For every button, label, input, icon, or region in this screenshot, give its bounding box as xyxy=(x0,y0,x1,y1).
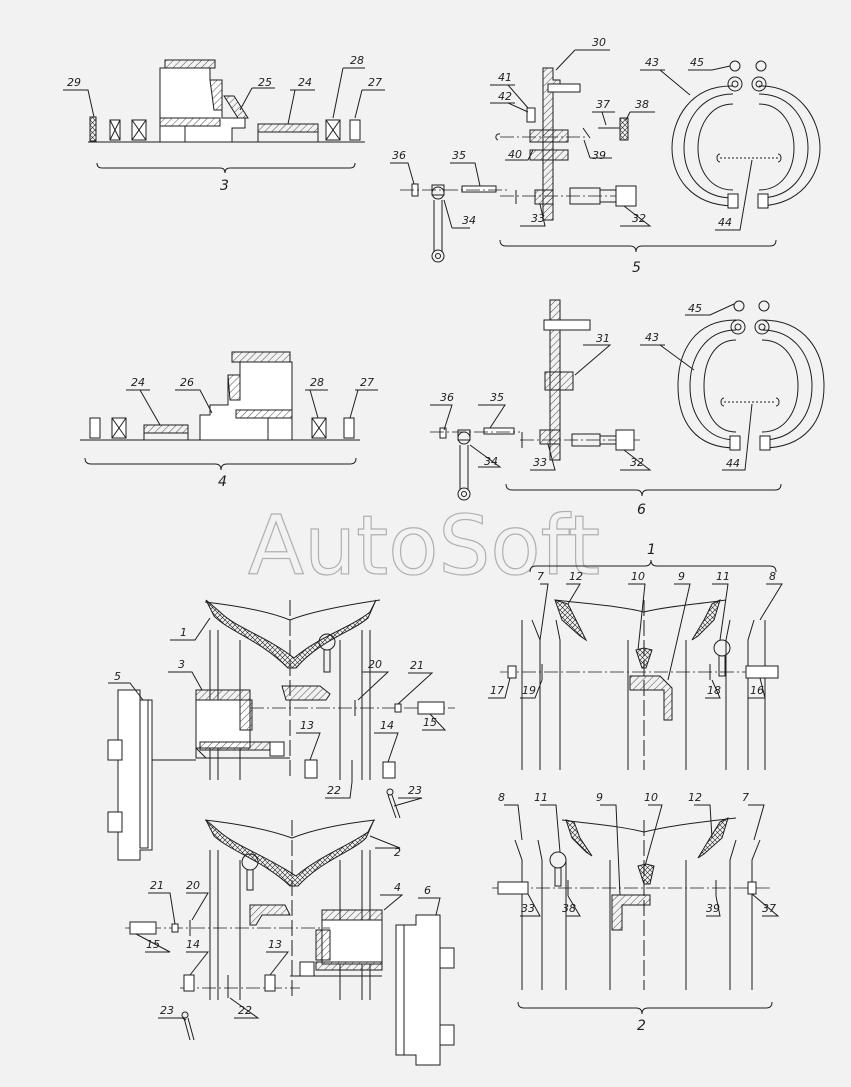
callout-43: 43 xyxy=(645,56,659,69)
group-label-4: 4 xyxy=(218,474,227,490)
view-3-hub-kit: 29 25 24 28 27 3 xyxy=(63,54,385,194)
callout-13b: 13 xyxy=(268,938,282,951)
callout-45: 45 xyxy=(690,56,704,69)
callout-27b: 27 xyxy=(360,376,374,389)
callout-33: 33 xyxy=(531,212,545,225)
callout-4: 4 xyxy=(394,881,401,894)
group-label-6: 6 xyxy=(637,502,646,518)
part-32-cam xyxy=(615,185,637,207)
view-5-brake-assembly: 36 35 34 41 30 42 40 37 38 xyxy=(390,36,821,276)
callout-32b: 32 xyxy=(630,456,644,469)
callout-15: 15 xyxy=(423,716,437,729)
callout-44b: 44 xyxy=(726,457,740,470)
callout-12b: 12 xyxy=(688,791,702,804)
callout-17: 17 xyxy=(490,684,504,697)
callout-41: 41 xyxy=(498,71,512,84)
callout-21: 21 xyxy=(410,659,424,672)
callout-34: 34 xyxy=(462,214,476,227)
part-27-cap-b xyxy=(343,417,355,439)
callout-10b: 10 xyxy=(644,791,658,804)
callout-25: 25 xyxy=(258,76,272,89)
callout-3: 3 xyxy=(178,658,185,671)
callout-13: 13 xyxy=(300,719,314,732)
callout-29: 29 xyxy=(67,76,81,89)
callout-37: 37 xyxy=(596,98,610,111)
callout-36: 36 xyxy=(392,149,406,162)
callout-39b: 39 xyxy=(706,902,720,915)
callout-9b: 9 xyxy=(596,791,603,804)
callout-21b: 21 xyxy=(150,879,164,892)
callout-33b: 33 xyxy=(533,456,547,469)
callout-14: 14 xyxy=(380,719,394,732)
callout-27: 27 xyxy=(368,76,382,89)
callout-36b: 36 xyxy=(440,391,454,404)
group-label-5: 5 xyxy=(632,260,641,276)
callout-15b: 15 xyxy=(146,938,160,951)
callout-1: 1 xyxy=(180,626,187,639)
callout-34b: 34 xyxy=(484,455,498,468)
callout-16: 16 xyxy=(750,684,764,697)
callout-22b: 22 xyxy=(238,1004,252,1017)
callout-5: 5 xyxy=(114,670,121,683)
callout-2: 2 xyxy=(394,846,401,859)
part-32-cam-b xyxy=(615,429,635,451)
part-24-spacer-b xyxy=(143,424,189,434)
callout-35b: 35 xyxy=(490,391,504,404)
callout-19: 19 xyxy=(522,684,536,697)
callout-45b: 45 xyxy=(688,302,702,315)
callout-32: 32 xyxy=(632,212,646,225)
view-2-rim-section: 8 11 9 10 12 7 33 38 39 37 2 xyxy=(492,791,780,1034)
callout-38: 38 xyxy=(635,98,649,111)
watermark: AutoSoft xyxy=(248,499,600,594)
callout-18: 18 xyxy=(707,684,721,697)
callout-8b: 8 xyxy=(498,791,505,804)
callout-9: 9 xyxy=(678,570,685,583)
callout-23: 23 xyxy=(408,784,422,797)
callout-30: 30 xyxy=(592,36,606,49)
callout-44: 44 xyxy=(718,216,732,229)
callout-37b: 37 xyxy=(762,902,776,915)
callout-28: 28 xyxy=(350,54,364,67)
callout-22: 22 xyxy=(327,784,341,797)
part-29-seal xyxy=(89,116,97,142)
part-26-hub xyxy=(199,361,293,441)
callout-20b: 20 xyxy=(186,879,200,892)
callout-38b: 38 xyxy=(562,902,576,915)
callout-40: 40 xyxy=(508,148,522,161)
view-1-rim-section: 7 12 10 9 11 8 17 19 18 16 1 xyxy=(488,542,783,770)
callout-8: 8 xyxy=(769,570,776,583)
view-6-brake-assembly: 31 36 35 34 33 32 45 43 44 6 xyxy=(430,299,825,518)
callout-24: 24 xyxy=(298,76,312,89)
callout-6: 6 xyxy=(424,884,431,897)
group-label-3: 3 xyxy=(220,178,229,194)
callout-28b: 28 xyxy=(310,376,324,389)
view-2-wheel-assembly: 2 4 6 21 20 15 14 13 22 23 xyxy=(125,819,455,1066)
callout-12: 12 xyxy=(569,570,583,583)
callout-11: 11 xyxy=(716,570,730,583)
part-42-pin xyxy=(526,107,536,123)
callout-43b: 43 xyxy=(645,331,659,344)
view-4-hub-kit: 24 26 28 27 4 xyxy=(80,351,378,490)
callout-10: 10 xyxy=(631,570,645,583)
callout-7: 7 xyxy=(537,570,544,583)
callout-14b: 14 xyxy=(186,938,200,951)
callout-24b: 24 xyxy=(131,376,145,389)
part-24-spacer xyxy=(257,123,319,133)
group-label-1: 1 xyxy=(647,542,656,558)
part-35-bolt xyxy=(461,185,497,193)
callout-26: 26 xyxy=(180,376,194,389)
callout-33c: 33 xyxy=(521,902,535,915)
group-label-2: 2 xyxy=(637,1018,646,1034)
callout-20: 20 xyxy=(368,658,382,671)
view-1-wheel-assembly: 1 5 3 20 21 15 13 14 22 23 xyxy=(107,599,455,861)
callout-31: 31 xyxy=(596,332,610,345)
callout-7b: 7 xyxy=(742,791,749,804)
callout-39: 39 xyxy=(592,149,606,162)
callout-42: 42 xyxy=(498,90,512,103)
callout-35: 35 xyxy=(452,149,466,162)
part-27-cap xyxy=(349,119,361,141)
callout-11b: 11 xyxy=(534,791,548,804)
callout-23b: 23 xyxy=(160,1004,174,1017)
